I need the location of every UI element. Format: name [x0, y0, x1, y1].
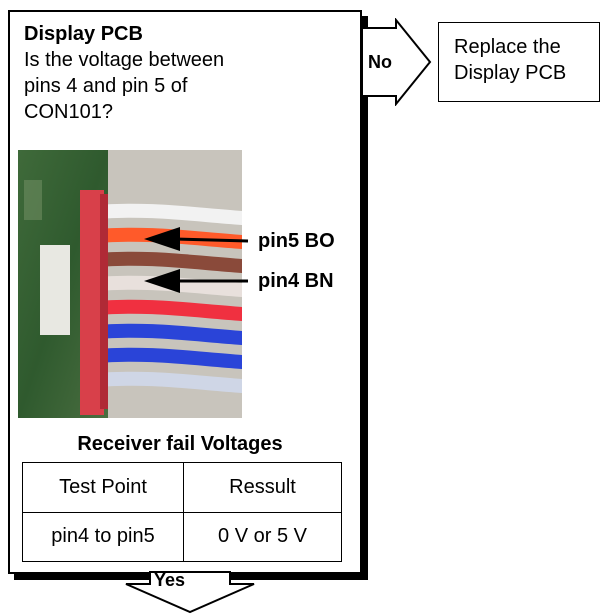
wire-7 — [89, 347, 242, 369]
cell-result: 0 V or 5 V — [183, 511, 342, 562]
wire-8 — [89, 371, 242, 393]
table-caption: Receiver fail Voltages — [77, 433, 283, 455]
header-result: Ressult — [183, 462, 342, 513]
pin5-arrow — [144, 227, 249, 251]
table-header-row: Test Point Ressult — [22, 462, 342, 513]
replace-line-1: Replace the — [454, 36, 561, 58]
pcb-detail — [24, 180, 42, 220]
pin5-label: pin5 BO — [258, 230, 335, 252]
yes-label: Yes — [154, 570, 186, 590]
no-arrow — [361, 18, 432, 106]
question-line-1: Is the voltage between — [24, 49, 225, 71]
yes-arrow — [125, 571, 255, 614]
cell-test-point: pin4 to pin5 — [22, 511, 184, 562]
box-title: Display PCB — [24, 23, 143, 45]
wire-6 — [89, 323, 242, 345]
wire-5 — [89, 299, 242, 321]
wire-3 — [89, 251, 242, 273]
wire-1 — [89, 203, 242, 225]
voltage-table: Test Point Ressult pin4 to pin5 0 V or 5… — [22, 462, 342, 562]
replace-box — [438, 22, 600, 102]
no-label: No — [368, 52, 392, 72]
pin4-label: pin4 BN — [258, 270, 334, 292]
replace-line-2: Display PCB — [454, 62, 567, 84]
connector-housing — [40, 245, 70, 335]
question-line-3: CON101? — [24, 101, 113, 123]
pin4-arrow — [144, 269, 248, 293]
header-test-point: Test Point — [22, 462, 184, 513]
question-line-2: pins 4 and pin 5 of — [24, 75, 188, 97]
connector-edge — [100, 194, 108, 409]
connector-photo — [18, 150, 242, 418]
table-row: pin4 to pin5 0 V or 5 V — [22, 511, 342, 562]
